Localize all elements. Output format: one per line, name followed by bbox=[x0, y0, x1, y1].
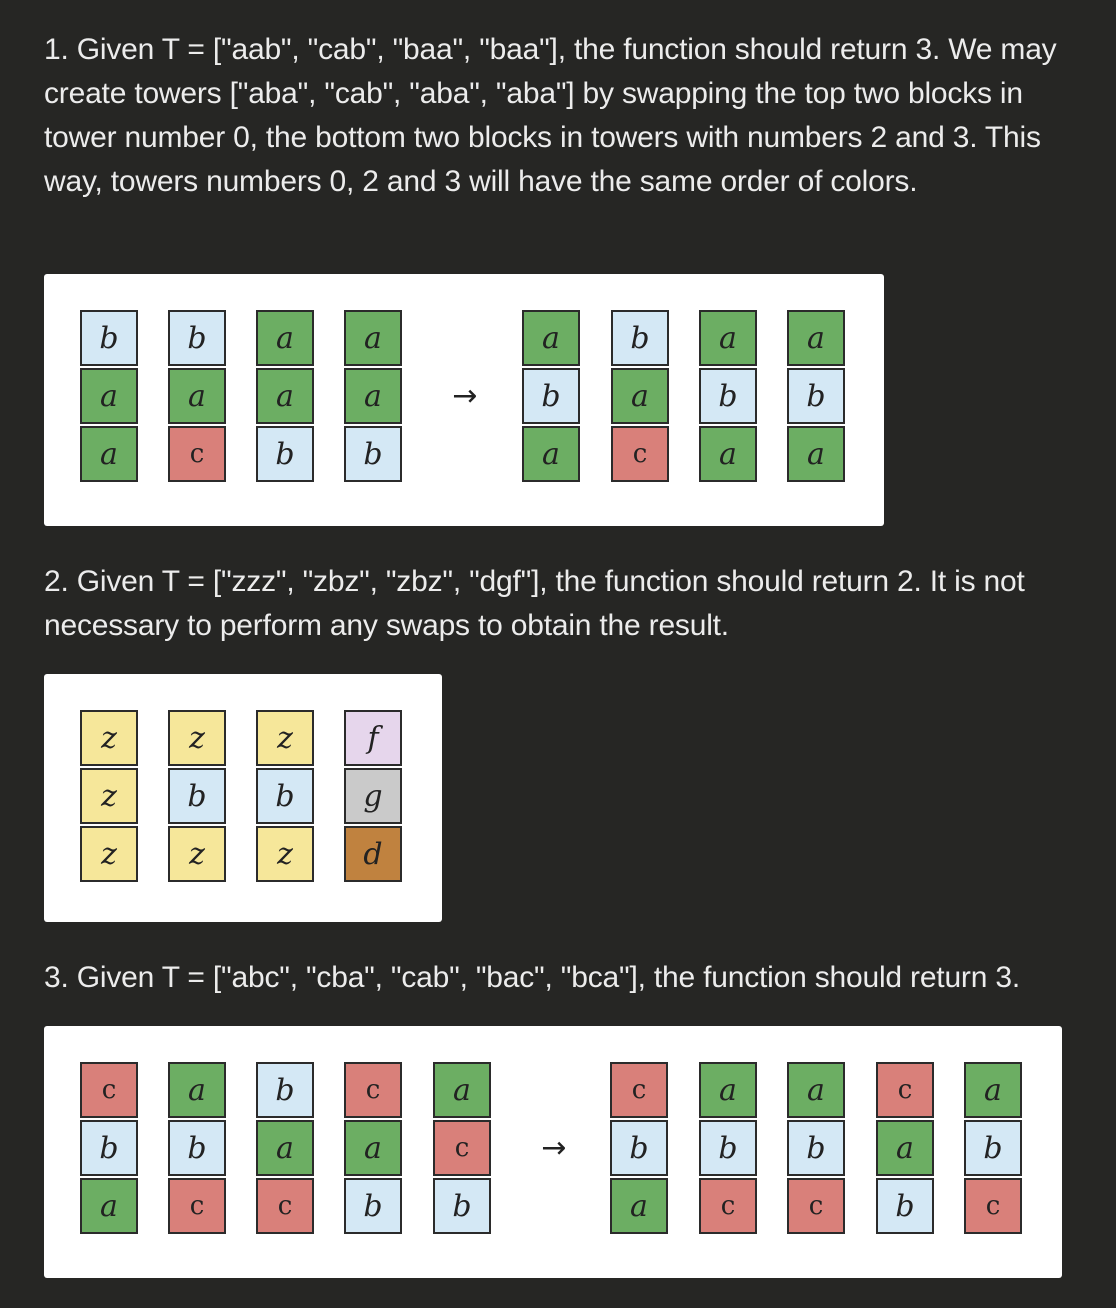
block-c: c bbox=[876, 1062, 934, 1118]
block-a: a bbox=[787, 426, 845, 482]
block-b: b bbox=[168, 1120, 226, 1176]
block-b: b bbox=[256, 1062, 314, 1118]
block-g: g bbox=[344, 768, 402, 824]
block-a: a bbox=[611, 368, 669, 424]
block-b: b bbox=[344, 1178, 402, 1234]
block-z: z bbox=[168, 710, 226, 766]
right-arrow-icon: → bbox=[452, 378, 478, 414]
block-c: c bbox=[168, 1178, 226, 1234]
block-c: c bbox=[344, 1062, 402, 1118]
block-a: a bbox=[876, 1120, 934, 1176]
block-b: b bbox=[964, 1120, 1022, 1176]
block-b: b bbox=[699, 1120, 757, 1176]
block-c: c bbox=[80, 1062, 138, 1118]
block-a: a bbox=[80, 368, 138, 424]
block-b: b bbox=[80, 1120, 138, 1176]
block-a: a bbox=[256, 1120, 314, 1176]
block-b: b bbox=[522, 368, 580, 424]
block-a: a bbox=[522, 426, 580, 482]
block-c: c bbox=[256, 1178, 314, 1234]
block-c: c bbox=[433, 1120, 491, 1176]
block-z: z bbox=[80, 710, 138, 766]
block-a: a bbox=[522, 310, 580, 366]
block-a: a bbox=[80, 426, 138, 482]
block-a: a bbox=[787, 1062, 845, 1118]
block-b: b bbox=[80, 310, 138, 366]
block-b: b bbox=[699, 368, 757, 424]
block-a: a bbox=[168, 1062, 226, 1118]
block-a: a bbox=[699, 310, 757, 366]
block-a: a bbox=[256, 310, 314, 366]
block-a: a bbox=[699, 1062, 757, 1118]
block-c: c bbox=[964, 1178, 1022, 1234]
block-f: f bbox=[344, 710, 402, 766]
block-a: a bbox=[168, 368, 226, 424]
example-1-text: 1. Given T = ["aab", "cab", "baa", "baa"… bbox=[44, 33, 1057, 198]
block-a: a bbox=[699, 426, 757, 482]
block-a: a bbox=[787, 310, 845, 366]
block-a: a bbox=[80, 1178, 138, 1234]
block-c: c bbox=[699, 1178, 757, 1234]
block-z: z bbox=[80, 826, 138, 882]
block-c: c bbox=[610, 1062, 668, 1118]
block-b: b bbox=[168, 768, 226, 824]
block-a: a bbox=[256, 368, 314, 424]
block-a: a bbox=[344, 1120, 402, 1176]
block-a: a bbox=[344, 368, 402, 424]
block-z: z bbox=[168, 826, 226, 882]
block-d: d bbox=[344, 826, 402, 882]
block-c: c bbox=[611, 426, 669, 482]
block-b: b bbox=[611, 310, 669, 366]
block-z: z bbox=[80, 768, 138, 824]
block-b: b bbox=[256, 426, 314, 482]
block-c: c bbox=[787, 1178, 845, 1234]
block-b: b bbox=[787, 368, 845, 424]
block-a: a bbox=[610, 1178, 668, 1234]
block-b: b bbox=[433, 1178, 491, 1234]
block-b: b bbox=[256, 768, 314, 824]
block-b: b bbox=[876, 1178, 934, 1234]
block-z: z bbox=[256, 826, 314, 882]
block-a: a bbox=[964, 1062, 1022, 1118]
example-2-text: 2. Given T = ["zzz", "zbz", "zbz", "dgf"… bbox=[44, 565, 1025, 642]
block-b: b bbox=[168, 310, 226, 366]
block-z: z bbox=[256, 710, 314, 766]
block-b: b bbox=[610, 1120, 668, 1176]
block-b: b bbox=[787, 1120, 845, 1176]
right-arrow-icon: → bbox=[541, 1130, 567, 1166]
block-c: c bbox=[168, 426, 226, 482]
block-a: a bbox=[344, 310, 402, 366]
block-b: b bbox=[344, 426, 402, 482]
example-3-text: 3. Given T = ["abc", "cba", "cab", "bac"… bbox=[44, 961, 1020, 994]
block-a: a bbox=[433, 1062, 491, 1118]
